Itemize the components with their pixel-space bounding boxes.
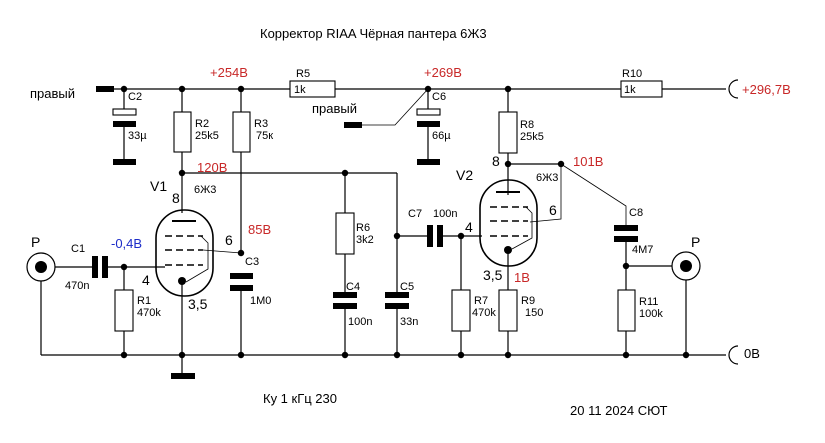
resistor-r10: R10 1k [620,68,663,98]
svg-text:6Ж3: 6Ж3 [536,172,558,184]
resistor-r8: R8 25k5 [498,85,544,195]
capacitor-c3: C3 1M0 [230,256,271,355]
svg-text:4: 4 [142,272,150,288]
svg-text:C2: C2 [128,91,142,103]
resistor-r6: R6 3k2 [335,173,374,292]
svg-text:R9: R9 [521,295,535,307]
svg-text:100n: 100n [348,316,372,328]
svg-text:1k: 1k [624,84,636,96]
capacitor-c4: C4 100n [333,281,372,355]
voltage-cathode-v2: 1В [514,270,530,285]
svg-text:R6: R6 [356,222,370,234]
voltage-grid-v1: -0,4В [111,236,142,251]
svg-text:V2: V2 [456,167,473,183]
svg-text:8: 8 [492,153,500,169]
svg-text:25k5: 25k5 [520,131,544,143]
tube-v1: V1 6Ж3 8 6 4 3,5 [142,173,242,355]
svg-text:1M0: 1M0 [250,295,271,307]
svg-text:C3: C3 [245,256,259,268]
capacitor-c7: C7 100n [408,208,457,247]
ground-connector-icon [728,345,739,365]
ground-symbol [171,373,195,379]
svg-text:R5: R5 [296,68,310,80]
voltage-269: +269В [424,65,462,80]
svg-text:V1: V1 [150,178,167,194]
svg-text:100k: 100k [639,308,663,320]
resistor-r1: R1 470k [114,267,161,355]
svg-text:33µ: 33µ [128,130,147,142]
svg-text:R7: R7 [474,295,488,307]
node-v1-screen [237,249,245,257]
resistor-r5: R5 1k [289,68,336,98]
svg-text:470n: 470n [65,280,89,292]
svg-text:C4: C4 [346,281,360,293]
svg-text:P: P [31,234,40,250]
svg-text:R8: R8 [520,119,534,131]
ground-rail [41,351,726,359]
capacitor-c5: C5 33n [385,281,418,355]
capacitor-c1: C1 470n [65,243,108,292]
svg-text:4: 4 [465,219,473,235]
svg-text:C6: C6 [432,91,446,103]
svg-text:100n: 100n [433,208,457,220]
gain-note: Ку 1 кГц 230 [263,391,337,406]
svg-text:6Ж3: 6Ж3 [194,184,216,196]
wire-c8 [560,163,627,225]
voltage-101: 101В [573,154,603,169]
svg-text:R3: R3 [254,118,268,130]
label-pravyi-left: правый [30,86,75,101]
svg-text:33n: 33n [400,316,418,328]
svg-text:R11: R11 [639,296,658,308]
voltage-120: 120В [197,160,227,175]
svg-text:1k: 1k [294,84,306,96]
capacitor-c6: C6 66µ [416,85,451,165]
svg-text:P: P [691,234,700,250]
svg-text:6: 6 [225,232,233,248]
svg-text:25k5: 25k5 [195,130,219,142]
svg-text:C8: C8 [629,207,643,219]
svg-text:75к: 75к [256,130,273,142]
capacitor-c8: C8 4M7 [614,207,653,290]
svg-text:R2: R2 [195,118,209,130]
svg-text:4M7: 4M7 [632,244,653,256]
output-connector: P [671,234,701,281]
svg-text:470k: 470k [137,307,161,319]
input-connector: P [26,234,56,282]
input-terminal-left [96,86,114,92]
svg-text:150: 150 [525,307,543,319]
svg-text:8: 8 [172,190,180,206]
resistor-r7: R7 470k [451,236,496,355]
resistor-r11: R11 100k [617,289,663,355]
svg-text:C5: C5 [400,281,414,293]
input-terminal-mid [344,122,362,128]
svg-text:C7: C7 [408,208,422,220]
date-note: 20 11 2024 СЮТ [570,403,668,418]
wire-v2-screen [529,164,562,223]
svg-text:3,5: 3,5 [188,296,208,312]
diagram-title: Корректор RIAA Чёрная пантера 6Ж3 [260,26,487,41]
voltage-85: 85В [248,222,271,237]
svg-text:R1: R1 [137,295,151,307]
svg-text:66µ: 66µ [432,130,451,142]
label-pravyi-mid: правый [312,101,357,116]
wire-pravyi-mid [362,88,429,126]
svg-text:470k: 470k [472,307,496,319]
tube-v2: V2 6Ж3 8 6 4 3,5 [456,153,558,290]
svg-text:R10: R10 [622,68,642,80]
svg-text:6: 6 [549,202,557,218]
svg-text:3,5: 3,5 [483,267,503,283]
voltage-254: +254В [210,65,248,80]
bplus-connector-icon [728,79,739,99]
svg-text:C1: C1 [71,243,85,255]
bplus-voltage: +296,7В [742,82,791,97]
resistor-r3: R3 75к [232,85,273,253]
resistor-r2: R2 25k5 [173,85,219,173]
capacitor-c2: C2 33µ [112,85,147,165]
ground-label: 0В [744,346,760,361]
svg-text:3k2: 3k2 [356,234,374,246]
resistor-r9: R9 150 [498,289,543,355]
